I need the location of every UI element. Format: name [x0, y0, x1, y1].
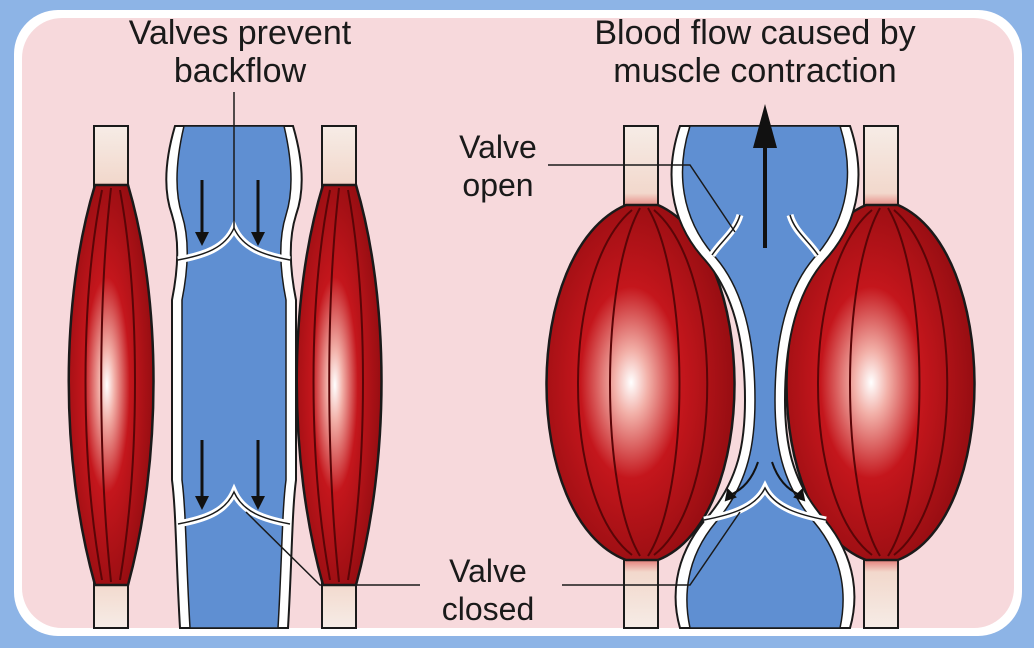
- label-valves-prevent-line2: backflow: [60, 52, 420, 90]
- label-valve-closed: Valve closed: [418, 552, 558, 628]
- label-valve-open: Valve open: [428, 128, 568, 204]
- label-valves-prevent-backflow: Valves prevent backflow: [60, 14, 420, 90]
- label-blood-flow: Blood flow caused by muscle contraction: [545, 14, 965, 90]
- label-valve-open-line2: open: [428, 166, 568, 204]
- label-blood-flow-line1: Blood flow caused by: [545, 14, 965, 52]
- label-valve-closed-line1: Valve: [418, 552, 558, 590]
- label-blood-flow-line2: muscle contraction: [545, 52, 965, 90]
- label-valve-closed-line2: closed: [418, 590, 558, 628]
- label-valves-prevent-line1: Valves prevent: [60, 14, 420, 52]
- label-valve-open-line1: Valve: [428, 128, 568, 166]
